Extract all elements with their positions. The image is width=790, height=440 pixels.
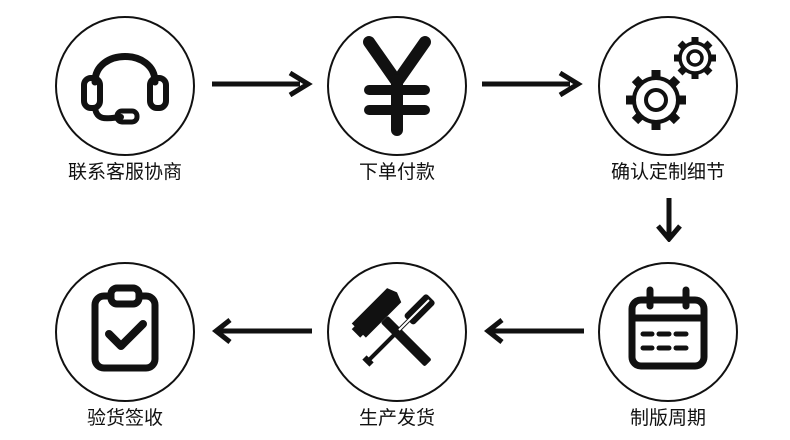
step-label: 验货签收 xyxy=(86,407,163,429)
arrow-right-icon xyxy=(482,71,583,97)
arrow-right-icon xyxy=(212,71,313,97)
hammer-screwdriver-icon xyxy=(351,288,435,367)
step-confirm-details xyxy=(598,16,738,156)
step-label: 确认定制细节 xyxy=(610,161,725,183)
step-plate-making-period xyxy=(598,262,738,402)
step-place-order-payment xyxy=(327,16,467,156)
step-label: 生产发货 xyxy=(358,407,435,429)
arrow-left-icon xyxy=(484,318,584,344)
step-label: 制版周期 xyxy=(629,407,706,429)
headset-icon xyxy=(81,53,169,125)
step-production-shipping xyxy=(327,262,467,402)
step-contact-support xyxy=(55,16,195,156)
calendar-icon xyxy=(628,286,708,370)
step-inspect-receive xyxy=(55,262,195,402)
clipboard-check-icon xyxy=(91,284,159,372)
yen-icon xyxy=(363,36,431,136)
gears-icon xyxy=(626,37,716,130)
arrow-left-icon xyxy=(212,318,312,344)
step-label: 下单付款 xyxy=(358,161,435,183)
step-label: 联系客服协商 xyxy=(67,161,182,183)
arrow-down-icon xyxy=(656,198,682,242)
